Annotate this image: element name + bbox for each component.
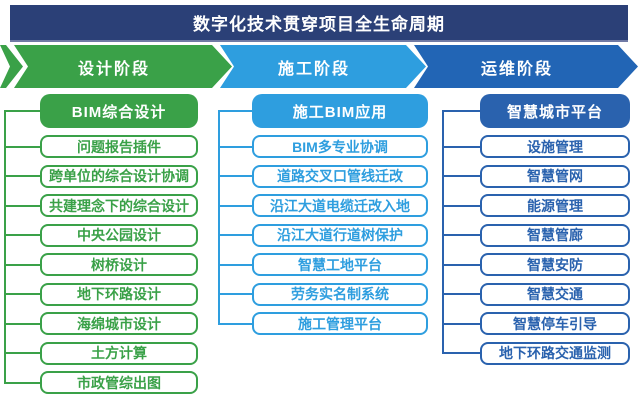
connector-line: [442, 352, 480, 354]
connector-line: [4, 234, 40, 236]
phase-arrow-operation: 运维阶段: [414, 45, 638, 88]
connector-line: [4, 293, 40, 295]
list-item-box: 共建理念下的综合设计: [40, 194, 198, 217]
connector-line: [4, 204, 40, 207]
phase-arrow-design: 设计阶段: [14, 45, 232, 88]
connector-line: [442, 263, 480, 266]
connector-line: [218, 175, 252, 177]
list-item-box: 海绵城市设计: [40, 312, 198, 335]
connector-line: [442, 293, 480, 295]
list-item-box: 智慧管廊: [480, 223, 630, 247]
list-item-box: 土方计算: [40, 341, 198, 365]
list-item-box: 智慧安防: [480, 253, 630, 276]
list-item-box: 施工管理平台: [252, 312, 428, 335]
list-item-box: 沿江大道电缆迁改入地: [252, 194, 428, 217]
list-item-box: 市政管综出图: [40, 371, 198, 394]
connector-line: [4, 322, 40, 325]
connector-line: [4, 352, 40, 354]
connector-line: [442, 322, 480, 325]
column-header-box: 智慧城市平台: [480, 94, 630, 128]
connector-line: [218, 263, 252, 266]
connector-line: [442, 234, 480, 236]
phase-label-operation: 运维阶段: [480, 60, 553, 78]
connector-line: [4, 175, 40, 177]
connector-line: [442, 110, 444, 354]
connector-line: [442, 145, 480, 148]
list-item-box: 地下环路交通监测: [480, 341, 630, 365]
connector-line: [218, 322, 252, 325]
list-item-box: 设施管理: [480, 135, 630, 158]
list-item-box: BIM多专业协调: [252, 135, 428, 158]
connector-line: [218, 110, 220, 325]
list-item-box: 道路交叉口管线迁改: [252, 164, 428, 188]
column-header-box: 施工BIM应用: [252, 94, 428, 128]
phase-arrow-construction: 施工阶段: [220, 45, 426, 88]
list-item-box: 智慧工地平台: [252, 253, 428, 276]
phase-label-design: 设计阶段: [77, 60, 150, 78]
connector-line: [442, 110, 480, 112]
list-item-box: 劳务实名制系统: [252, 282, 428, 306]
connector-line: [4, 110, 40, 112]
connector-line: [442, 175, 480, 177]
connector-line: [218, 293, 252, 295]
list-item-box: 中央公园设计: [40, 223, 198, 247]
connector-line: [442, 204, 480, 207]
list-item-box: 问题报告插件: [40, 135, 198, 158]
diagram-title: 数字化技术贯穿项目全生命周期: [193, 15, 445, 34]
connector-line: [218, 145, 252, 148]
connector-line: [218, 234, 252, 236]
connector-line: [4, 145, 40, 148]
list-item-box: 跨单位的综合设计协调: [40, 164, 198, 188]
connector-line: [4, 110, 6, 384]
list-item-box: 树桥设计: [40, 253, 198, 276]
title-bar: 数字化技术贯穿项目全生命周期: [10, 5, 628, 42]
phase-label-construction: 施工阶段: [277, 60, 350, 78]
list-item-box: 智慧停车引导: [480, 312, 630, 335]
connector-line: [4, 263, 40, 266]
list-item-box: 地下环路设计: [40, 282, 198, 306]
connector-line: [4, 381, 40, 384]
list-item-box: 能源管理: [480, 194, 630, 217]
connector-line: [218, 110, 252, 112]
connector-line: [218, 204, 252, 207]
list-item-box: 智慧交通: [480, 282, 630, 306]
list-item-box: 沿江大道行道树保护: [252, 223, 428, 247]
column-header-box: BIM综合设计: [40, 94, 198, 128]
list-item-box: 智慧管网: [480, 164, 630, 188]
